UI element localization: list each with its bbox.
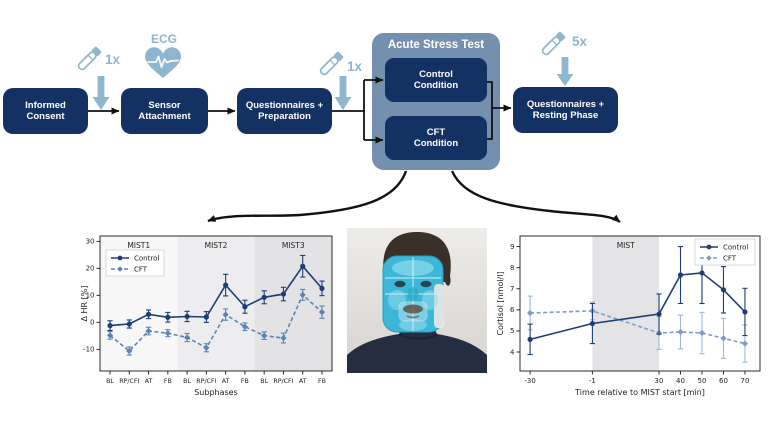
- legend-box: [105, 249, 165, 277]
- series-cft: [106, 288, 326, 356]
- x-tick-label: BL: [106, 378, 114, 385]
- band-label: MIST: [617, 241, 635, 250]
- legend-label: Control: [723, 244, 748, 252]
- cft-condition-box: CFT Condition: [385, 116, 487, 160]
- x-tick-label: RP/CFI: [196, 378, 216, 385]
- saliva-swab-icon: [75, 45, 103, 73]
- x-tick-label: AT: [299, 378, 307, 385]
- series-control: [107, 254, 325, 332]
- y-tick-label: 4: [510, 348, 515, 356]
- saliva-swab-icon: [317, 50, 345, 78]
- saliva-count-label-5x: 5x: [572, 34, 588, 49]
- band-label: MIST3: [282, 241, 305, 250]
- saliva-swab-icon: [539, 30, 567, 58]
- x-tick-label: FB: [164, 378, 172, 385]
- y-tick-label: 5: [510, 327, 514, 335]
- sensor-attachment-box: Sensor Attachment: [121, 88, 208, 134]
- eye: [394, 280, 406, 288]
- x-tick-label: FB: [318, 378, 326, 385]
- x-tick-label: 30: [655, 377, 664, 385]
- legend-label: CFT: [723, 255, 737, 263]
- shaded-band: [592, 236, 660, 371]
- down-arrow-icon: [92, 57, 574, 110]
- questionnaires-resting-label: Questionnaires + Resting Phase: [526, 98, 605, 121]
- y-tick-label: -10: [83, 346, 94, 354]
- y-tick-label: 6: [510, 306, 515, 314]
- y-tick-label: 10: [86, 292, 95, 300]
- x-tick-label: -1: [589, 377, 596, 385]
- legend-box: [694, 238, 756, 266]
- x-axis-label: Time relative to MIST start [min]: [574, 388, 705, 397]
- y-tick-label: 0: [90, 319, 94, 327]
- ecg-label: ECG: [150, 32, 177, 46]
- gel-mask: [382, 255, 444, 333]
- saliva-count-label-1x-a: 1x: [105, 52, 121, 67]
- saliva-count-label-1x-b: 1x: [347, 59, 363, 74]
- hoodie: [347, 326, 487, 373]
- eye: [420, 280, 432, 288]
- acute-stress-test-title: Acute Stress Test: [387, 39, 485, 51]
- informed-consent-label: Informed Consent: [25, 99, 66, 122]
- band-label: MIST1: [127, 241, 150, 250]
- x-tick-label: 50: [698, 377, 707, 385]
- informed-consent-box: Informed Consent: [3, 88, 88, 134]
- mustache: [403, 304, 423, 314]
- x-tick-label: 40: [676, 377, 685, 385]
- control-condition-label: Control Condition: [413, 68, 459, 91]
- x-tick-label: AT: [145, 378, 153, 385]
- x-tick-label: RP/CFI: [119, 378, 139, 385]
- legend-label: Control: [134, 255, 159, 263]
- y-axis-label: Cortisol [nmol/l]: [496, 271, 505, 335]
- y-tick-label: 9: [510, 243, 514, 251]
- y-tick-label: 20: [86, 265, 95, 273]
- ecg-heart-icon: [145, 47, 181, 78]
- control-condition-box: Control Condition: [385, 58, 487, 102]
- questionnaires-resting-box: Questionnaires + Resting Phase: [513, 87, 618, 133]
- shaded-band: [254, 236, 332, 371]
- cft-condition-label: CFT Condition: [413, 126, 459, 149]
- y-tick-label: 30: [86, 238, 95, 246]
- y-axis-label: Δ HR [%]: [80, 286, 89, 322]
- x-tick-label: RP/CFI: [273, 378, 293, 385]
- cft-mask-photo: [347, 228, 487, 373]
- plot-frame: [99, 235, 333, 372]
- x-tick-label: 60: [719, 377, 728, 385]
- questionnaires-preparation-box: Questionnaires + Preparation: [237, 88, 332, 134]
- x-tick-label: AT: [222, 378, 230, 385]
- plot-frame: [519, 235, 761, 372]
- questionnaires-preparation-label: Questionnaires + Preparation: [245, 99, 324, 122]
- series-control: [527, 241, 748, 356]
- flow-arrow-icon: [88, 76, 512, 144]
- band-label: MIST2: [205, 241, 228, 250]
- x-axis-label: Subphases: [194, 388, 238, 397]
- curved-arrow-icon: [207, 170, 621, 224]
- x-tick-label: -30: [524, 377, 535, 385]
- y-tick-label: 7: [510, 285, 514, 293]
- y-tick-label: 8: [510, 264, 514, 272]
- sensor-attachment-label: Sensor Attachment: [138, 99, 191, 122]
- x-tick-label: BL: [260, 378, 268, 385]
- x-tick-label: BL: [183, 378, 191, 385]
- x-tick-label: 70: [740, 377, 749, 385]
- x-tick-label: FB: [241, 378, 249, 385]
- legend-label: CFT: [134, 266, 148, 274]
